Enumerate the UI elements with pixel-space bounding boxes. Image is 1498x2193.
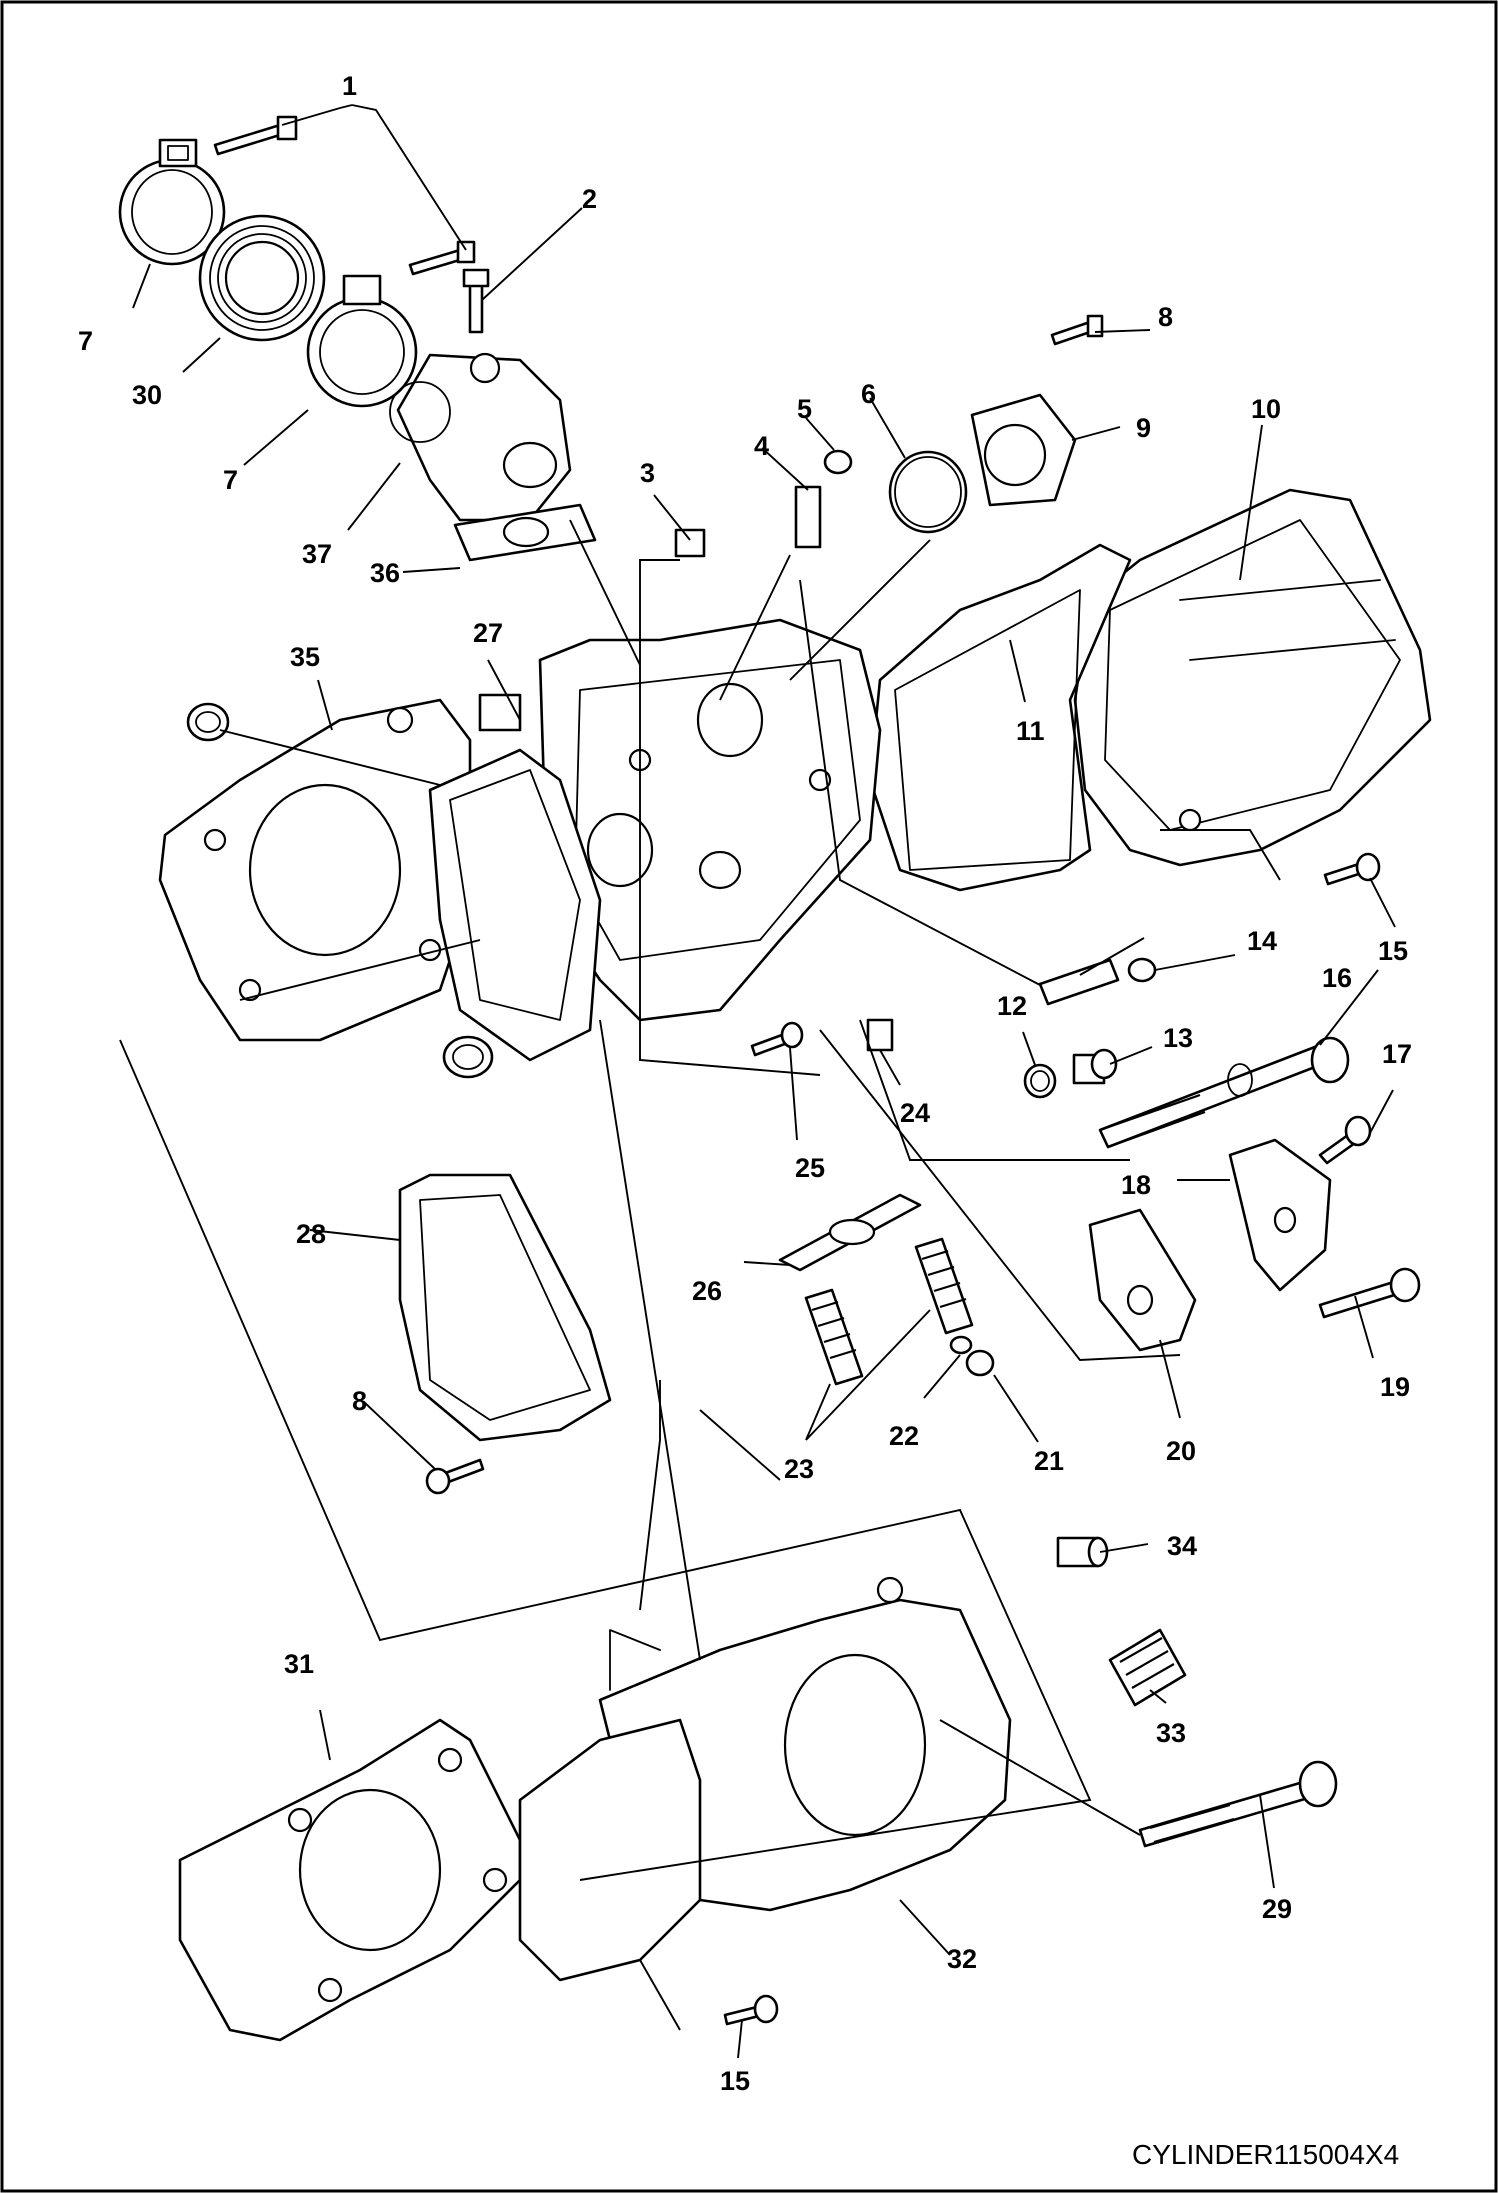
callout-30: 30: [132, 380, 162, 410]
figure-id: CYLINDER115004X4: [1132, 2139, 1399, 2170]
part-15-bolt-upper: [1323, 852, 1381, 886]
part-32-cylinder-block: [598, 1576, 1012, 1912]
callout-36: 36: [370, 558, 400, 588]
callout-29: 29: [1262, 1894, 1292, 1924]
part-32-block-flange: [518, 1718, 702, 1982]
part-5-cap: [823, 449, 853, 475]
callout-20: 20: [1166, 1436, 1196, 1466]
part-35-head-gasket: [158, 698, 472, 1042]
part-6-o-ring: [888, 450, 968, 534]
part-27-cylinder-head: [478, 618, 882, 1022]
callout-7-lower: 7: [223, 465, 238, 495]
part-16-long-bolt: [1098, 1036, 1350, 1149]
callout-2: 2: [582, 184, 597, 214]
callout-17: 17: [1382, 1039, 1412, 1069]
part-29-long-bolt: [1138, 1760, 1338, 1848]
callout-11: 11: [1016, 716, 1045, 746]
callout-31: 31: [284, 1649, 314, 1679]
part-8-bolt-lower: [425, 1458, 485, 1495]
callout-33: 33: [1156, 1718, 1186, 1748]
callout-3: 3: [640, 458, 655, 488]
callout-23: 23: [784, 1454, 814, 1484]
callout-25: 25: [795, 1153, 825, 1183]
part-30-intake-boot: [198, 214, 326, 342]
callout-27: 27: [473, 618, 503, 648]
callout-37: 37: [302, 539, 332, 569]
callout-13: 13: [1163, 1023, 1193, 1053]
callout-22: 22: [889, 1421, 919, 1451]
part-31-base-gasket: [178, 1718, 522, 2042]
part-23-springs: [804, 1237, 974, 1386]
leader-lines: [119, 104, 1396, 2059]
callout-5: 5: [797, 394, 812, 424]
part-4-dowel-upper: [794, 485, 822, 549]
part-20-tensioner-body: [1088, 1208, 1197, 1352]
callout-26: 26: [692, 1276, 722, 1306]
part-2-manifold-bolt: [462, 268, 490, 334]
seal-lower: [442, 1035, 494, 1079]
callout-18: 18: [1121, 1170, 1151, 1200]
part-12-washer: [1023, 1063, 1057, 1099]
callout-6: 6: [861, 379, 876, 409]
part-13-plug: [1072, 1048, 1118, 1085]
callout-8-upper: 8: [1158, 302, 1173, 332]
callout-15-upper: 15: [1378, 936, 1408, 966]
part-27-head-gasket-frame: [428, 748, 602, 1062]
callout-12: 12: [997, 991, 1027, 1021]
callout-28: 28: [296, 1219, 326, 1249]
callout-8-lower: 8: [352, 1386, 367, 1416]
callout-9: 9: [1136, 413, 1151, 443]
callout-32: 32: [947, 1944, 977, 1974]
callout-10: 10: [1251, 394, 1281, 424]
part-35-seal-upper: [186, 702, 230, 742]
part-11-valve-cover-gasket: [868, 543, 1132, 892]
part-37-intake-manifold: [389, 352, 572, 522]
part-22-clip: [949, 1335, 973, 1355]
part-8-bolt-upper: [1050, 314, 1104, 346]
part-14-nut: [1127, 957, 1157, 983]
callout-21: 21: [1034, 1446, 1064, 1476]
part-15-bolt-lower: [723, 1994, 779, 2026]
part-7-clamp-upper: [118, 138, 226, 266]
callout-35: 35: [290, 642, 320, 672]
callout-24: 24: [900, 1098, 930, 1128]
callout-labels: 1 2 3 4 5 6 7 7 8 8 9 10 11 12 13 14 15 …: [78, 71, 1412, 2096]
part-28-side-cover: [398, 1173, 612, 1442]
callout-19: 19: [1380, 1372, 1410, 1402]
part-24-tube: [866, 1018, 894, 1052]
part-18-bracket: [1228, 1138, 1332, 1292]
callout-15-lower: 15: [720, 2066, 750, 2096]
part-7-clamp-lower: [306, 274, 418, 408]
part-34-dowel: [1056, 1536, 1109, 1568]
part-33-fitting: [1108, 1628, 1187, 1707]
part-26-gasket: [778, 1193, 922, 1272]
part-36-intake-gasket: [453, 503, 597, 562]
part-3-dowel: [674, 528, 706, 558]
callout-1: 1: [342, 71, 357, 101]
callout-7-upper: 7: [78, 326, 93, 356]
part-9-housing: [970, 393, 1077, 507]
part-19-bolt: [1318, 1267, 1421, 1319]
callout-4-upper: 4: [754, 431, 769, 461]
part-25-bolt: [750, 1021, 804, 1057]
part-17-bolt: [1318, 1115, 1372, 1165]
part-10-valve-cover: [1073, 488, 1432, 867]
callout-34: 34: [1167, 1531, 1197, 1561]
callout-14: 14: [1247, 926, 1277, 956]
part-4-dowel-lower: [1038, 958, 1120, 1006]
callout-16: 16: [1322, 963, 1352, 993]
part-21-nut: [965, 1349, 995, 1377]
